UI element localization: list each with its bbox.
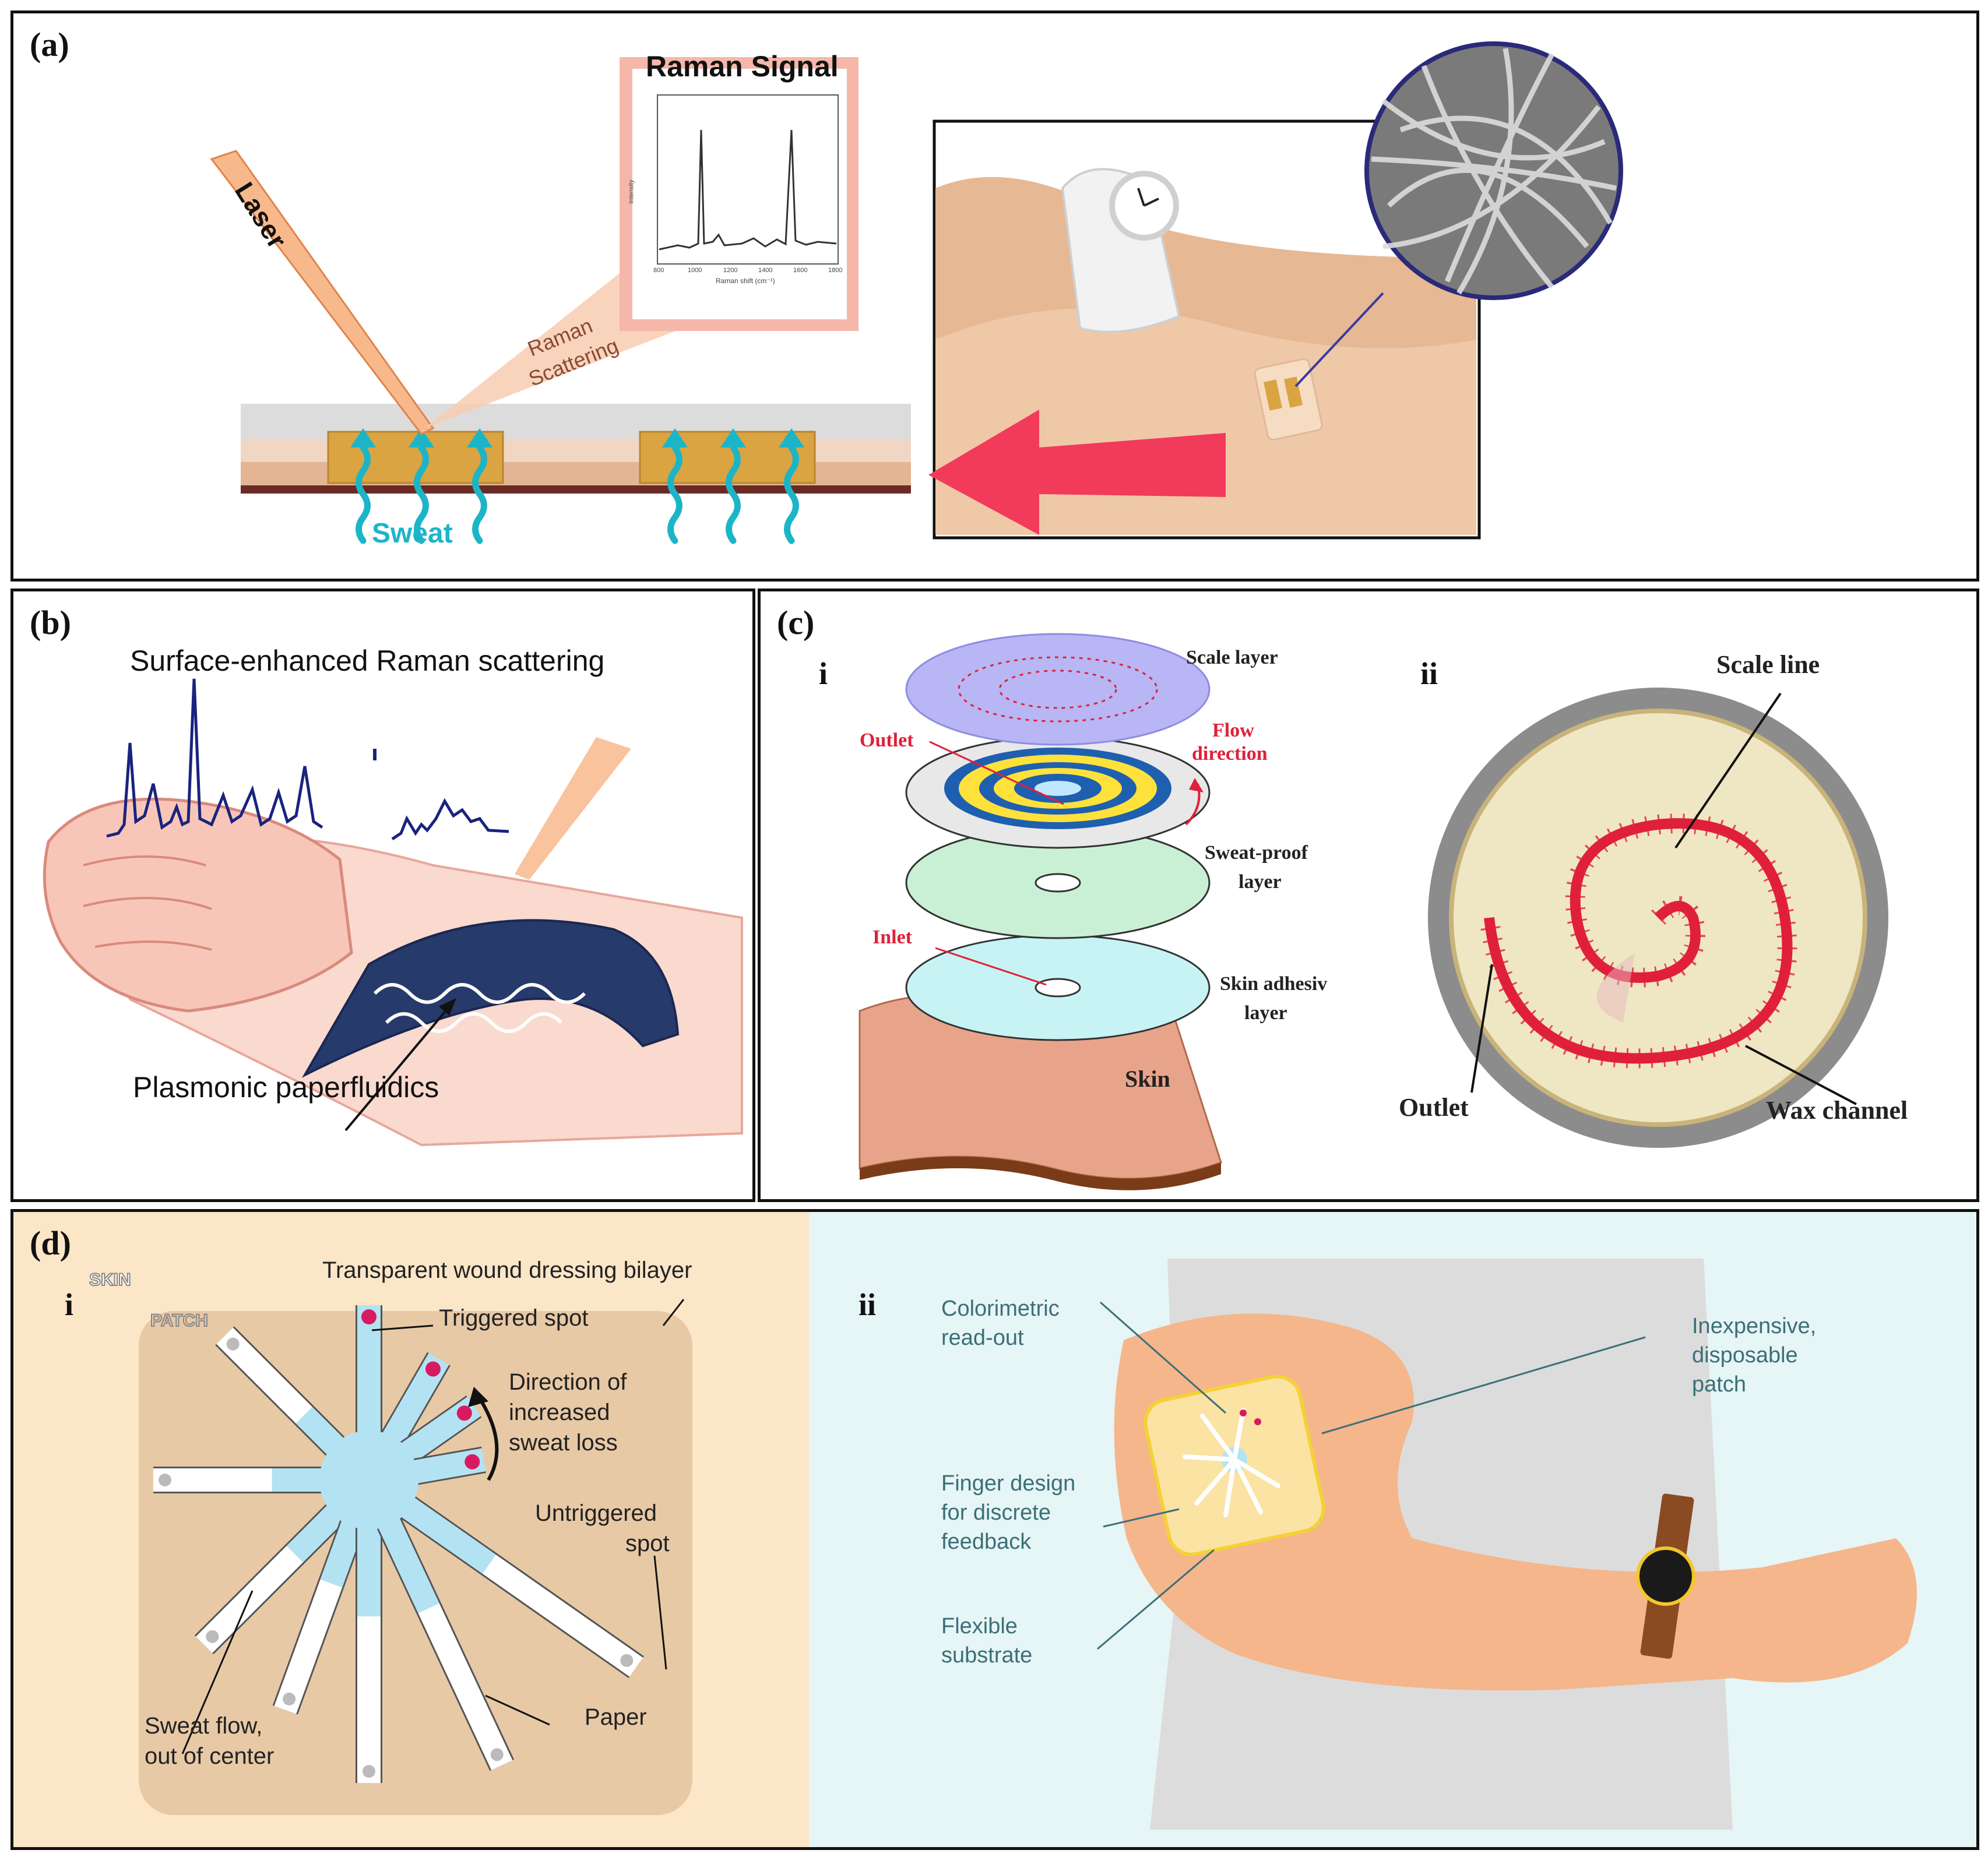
inlet-label: Inlet bbox=[872, 926, 912, 948]
scale-layer-label: Scale layer bbox=[1186, 647, 1278, 668]
sweat-proof-label-2: layer bbox=[1238, 871, 1282, 893]
panel-b-label: (b) bbox=[30, 604, 71, 642]
inexpensive-label-1: Inexpensive, bbox=[1692, 1314, 1817, 1338]
panel-d-illustration bbox=[13, 1212, 1976, 1847]
untriggered-spot bbox=[620, 1654, 634, 1667]
finger-design-label-3: feedback bbox=[941, 1530, 1032, 1554]
panel-b-title: Surface-enhanced Raman scattering bbox=[130, 644, 605, 677]
untriggered-spot bbox=[226, 1337, 240, 1351]
wax-channel-label: Wax channel bbox=[1766, 1096, 1908, 1125]
panel-c: (c) i ii Scale l bbox=[758, 589, 1979, 1202]
inexpensive-label-2: disposable bbox=[1692, 1343, 1798, 1368]
untriggered-label-2: spot bbox=[625, 1531, 670, 1556]
triggered-spot bbox=[465, 1454, 480, 1470]
finger-design-label-1: Finger design bbox=[941, 1471, 1076, 1496]
untriggered-spot bbox=[159, 1474, 171, 1486]
inset-tick: 1200 bbox=[723, 267, 738, 274]
untriggered-spot bbox=[206, 1630, 219, 1643]
triggered-spot bbox=[456, 1405, 472, 1421]
colorimetric-label-2: read-out bbox=[941, 1326, 1024, 1350]
paper-label: Paper bbox=[585, 1704, 647, 1730]
direction-label-3: sweat loss bbox=[509, 1430, 618, 1456]
inset-tick: 1000 bbox=[688, 267, 702, 274]
untriggered-spot bbox=[363, 1765, 375, 1778]
inset-xlabel: Raman shift (cm⁻¹) bbox=[716, 277, 775, 285]
panel-a: (a) bbox=[10, 10, 1979, 582]
panel-d: (d) i ii SKIN PATCH Transparent wound dr… bbox=[10, 1209, 1979, 1850]
panel-b: (b) Surface-enhanced Raman scattering Pl… bbox=[10, 589, 755, 1202]
skin-tag: SKIN bbox=[89, 1270, 132, 1290]
bilayer-label: Transparent wound dressing bilayer bbox=[322, 1257, 692, 1283]
flexible-substrate-label-2: substrate bbox=[941, 1643, 1033, 1668]
skin-adhesive-label-2: layer bbox=[1244, 1002, 1287, 1024]
flow-direction-label-1: Flow bbox=[1212, 720, 1254, 741]
untriggered-spot bbox=[490, 1748, 504, 1761]
patch-tag: PATCH bbox=[150, 1310, 209, 1331]
scale-line-label: Scale line bbox=[1716, 650, 1820, 679]
inset-tick: 800 bbox=[653, 267, 664, 274]
sweat-flow-label-2: out of center bbox=[145, 1743, 275, 1769]
inexpensive-label-3: patch bbox=[1692, 1372, 1746, 1397]
flexible-substrate-label-1: Flexible bbox=[941, 1614, 1018, 1638]
panel-c-sub-i: i bbox=[819, 656, 828, 691]
flow-direction-label-2: direction bbox=[1192, 743, 1268, 764]
direction-label-1: Direction of bbox=[509, 1369, 627, 1395]
direction-label-2: increased bbox=[509, 1400, 610, 1425]
panel-a-illustration bbox=[210, 41, 1623, 544]
finger-design-label-2: for discrete bbox=[941, 1500, 1051, 1525]
panel-c-label: (c) bbox=[777, 604, 815, 642]
panel-b-caption: Plasmonic paperfluidics bbox=[133, 1071, 439, 1104]
untriggered-label-1: Untriggered bbox=[535, 1500, 657, 1526]
sweat-label: Sweat bbox=[372, 518, 453, 549]
skin-label: Skin bbox=[1125, 1066, 1170, 1092]
skin-adhesive-label-1: Skin adhesiv bbox=[1220, 973, 1328, 995]
untriggered-spot bbox=[283, 1692, 296, 1706]
inset-ylabel: Intensity bbox=[628, 179, 635, 204]
panel-c-sub-ii: ii bbox=[1420, 656, 1438, 691]
triggered-label: Triggered spot bbox=[439, 1305, 589, 1331]
colorimetric-label-1: Colorimetric bbox=[941, 1296, 1060, 1321]
panel-b-illustration bbox=[43, 678, 743, 1147]
sweat-proof-label-1: Sweat-proof bbox=[1205, 842, 1308, 864]
panel-d-sub-ii: ii bbox=[858, 1287, 877, 1322]
panel-c-illustration bbox=[858, 633, 1888, 1190]
inset-tick: 1600 bbox=[793, 267, 808, 274]
inset-tick: 1800 bbox=[828, 267, 843, 274]
panel-a-label: (a) bbox=[30, 26, 69, 64]
triggered-spot bbox=[425, 1361, 441, 1377]
outlet-ii-label: Outlet bbox=[1399, 1093, 1469, 1122]
sweat-flow-label-1: Sweat flow, bbox=[145, 1713, 263, 1739]
raman-signal-title: Raman Signal bbox=[646, 50, 839, 83]
outlet-label: Outlet bbox=[860, 730, 914, 751]
panel-d-sub-i: i bbox=[65, 1287, 74, 1322]
triggered-spot bbox=[361, 1309, 377, 1324]
inset-tick: 1400 bbox=[758, 267, 773, 274]
panel-d-label: (d) bbox=[30, 1224, 71, 1262]
